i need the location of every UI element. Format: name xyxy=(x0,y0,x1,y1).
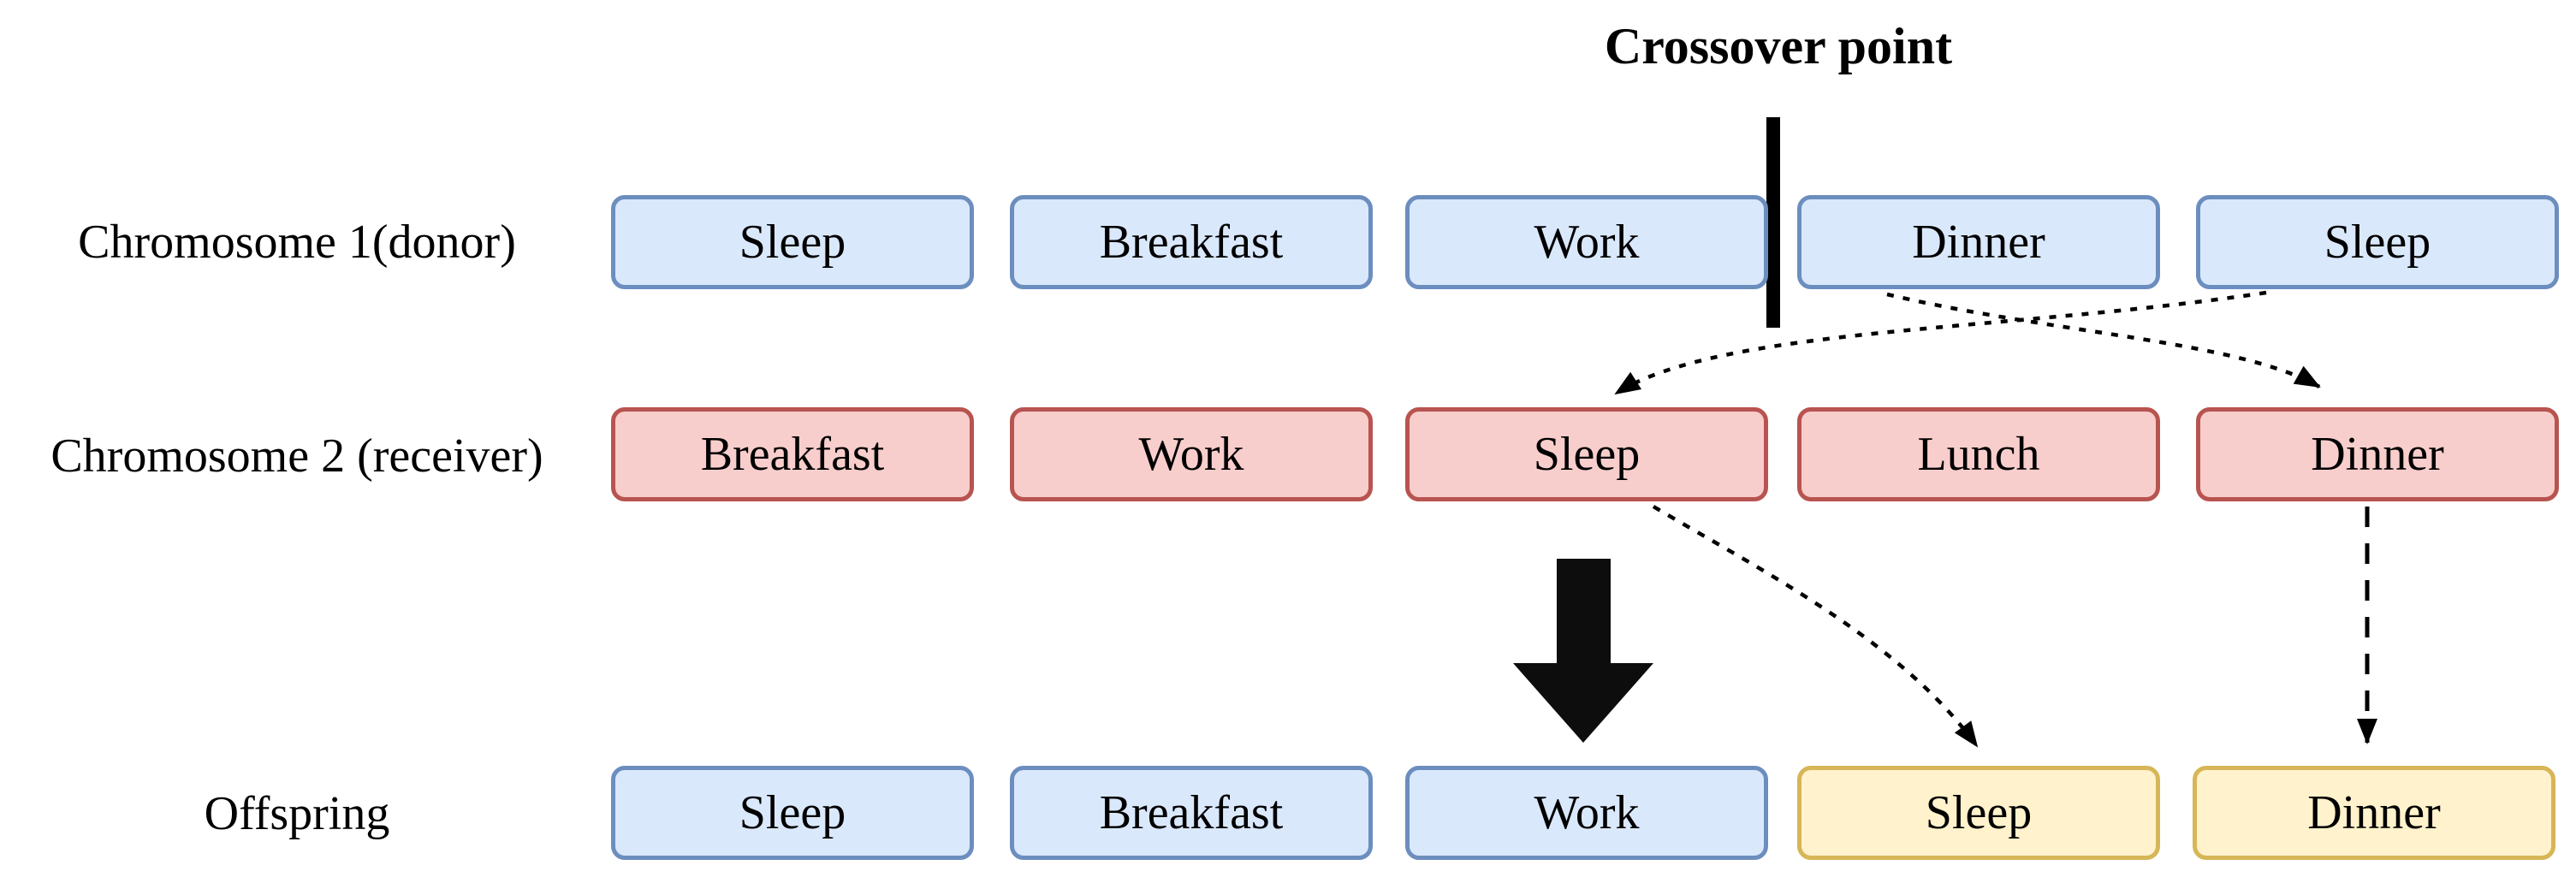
diagram-title: Crossover point xyxy=(1604,18,1953,74)
gene-box-chr2-pos3: Sleep xyxy=(1405,407,1768,501)
gene-box-chr1-pos3: Work xyxy=(1405,195,1768,289)
transfer-arrow-receiver-sleep-to-offspring xyxy=(1652,505,1979,748)
transfer-arrow-donor-dinner-to-receiver xyxy=(1886,292,2321,388)
gene-box-offspring-pos2: Breakfast xyxy=(1010,766,1373,860)
transfer-arrow-donor-sleep-to-receiver xyxy=(1614,290,2267,395)
gene-box-offspring-pos1: Sleep xyxy=(611,766,974,860)
gene-box-chr1-pos4: Dinner xyxy=(1797,195,2160,289)
gene-box-chr1-pos1: Sleep xyxy=(611,195,974,289)
row-label-chromosome-2-receiver: Chromosome 2 (receiver) xyxy=(50,430,543,483)
gene-box-chr2-pos1: Breakfast xyxy=(611,407,974,501)
crossover-point-bar xyxy=(1766,117,1780,328)
offspring-result-down-arrow-icon xyxy=(1513,559,1653,743)
gene-box-chr2-pos5: Dinner xyxy=(2196,407,2559,501)
gene-box-chr1-pos5: Sleep xyxy=(2196,195,2559,289)
gene-box-offspring-pos3: Work xyxy=(1405,766,1768,860)
gene-box-chr2-pos2: Work xyxy=(1010,407,1373,501)
row-label-offspring: Offspring xyxy=(204,787,390,840)
gene-box-chr2-pos4: Lunch xyxy=(1797,407,2160,501)
gene-box-offspring-pos5: Dinner xyxy=(2193,766,2555,860)
row-label-chromosome-1-donor: Chromosome 1(donor) xyxy=(78,216,516,269)
gene-box-chr1-pos2: Breakfast xyxy=(1010,195,1373,289)
gene-box-offspring-pos4: Sleep xyxy=(1797,766,2160,860)
